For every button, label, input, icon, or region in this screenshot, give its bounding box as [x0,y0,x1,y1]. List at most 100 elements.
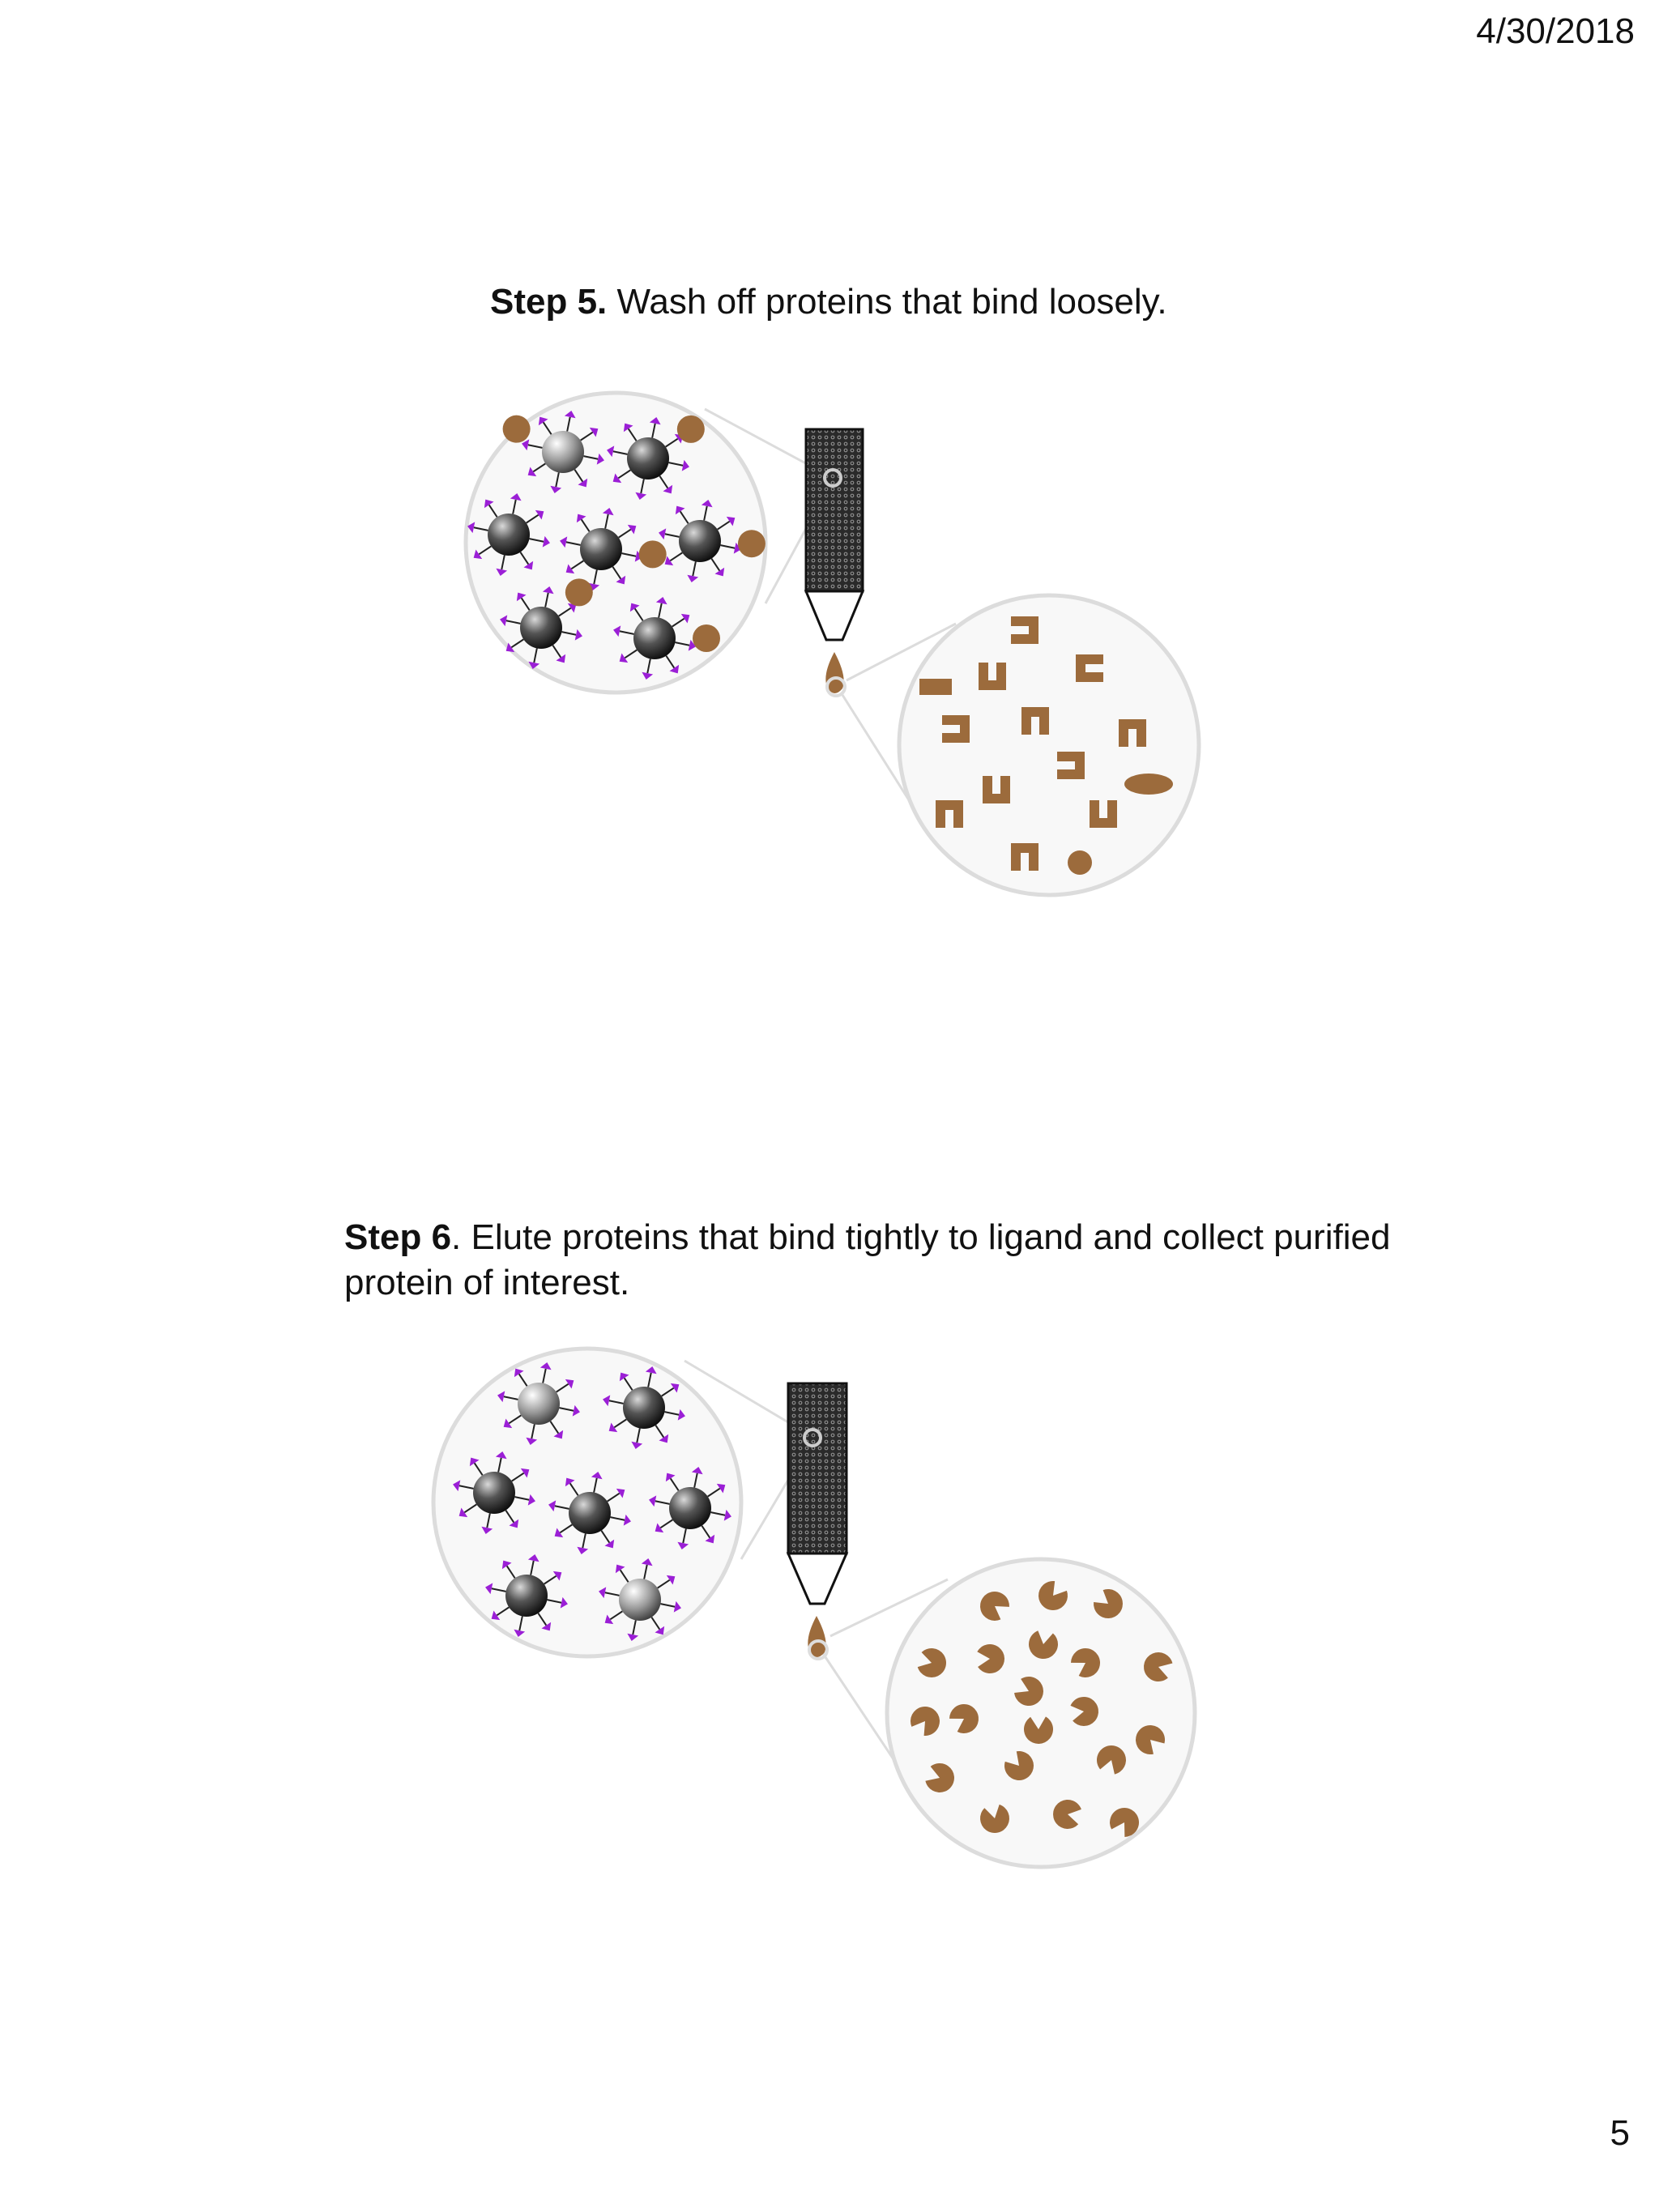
ligand-arrow [642,671,654,680]
ligand-bead [502,411,604,493]
ligand-arrow [655,597,667,605]
ligand-bead [548,1472,631,1554]
ligand-arrow [567,603,577,613]
ligand-arrow [596,453,604,465]
ligand-arrow [541,1622,552,1631]
bound-protein [737,530,766,558]
unbound-protein [942,715,970,743]
protein-of-interest [1071,1647,1100,1677]
ligand-arrow [538,416,548,426]
protein-of-interest [977,1643,1004,1673]
ligand-arrow [527,1554,539,1562]
step6-label: Step 6 [344,1217,452,1257]
ligand-arrow [664,556,674,566]
ligand-arrow [659,528,667,540]
ligand-arrow [675,505,685,515]
ligand-arrow [565,1379,574,1389]
zoom-spot [808,1639,829,1660]
unbound-protein [1124,774,1173,795]
ligand-arrow [612,473,622,484]
ligand-arrow [553,1430,564,1439]
ligand-arrow [688,639,696,651]
ligand-arrow [607,445,615,458]
purified-proteins [911,1581,1173,1837]
ligand-arrow [589,427,599,437]
ligand-arrow [467,522,476,534]
ligand-arrow [514,1629,526,1637]
ligand-arrow [576,514,586,523]
ligand-arrow [603,1395,611,1407]
unbound-protein [936,800,963,828]
ligand-arrow [602,508,614,516]
magnifier-line [830,1578,949,1638]
agarose-bead [669,1487,711,1529]
ligand-arrow [565,564,575,574]
ligand-arrow [453,1480,461,1492]
step6-illustration [431,1346,1197,1869]
ligand-arrow [527,467,537,477]
ligand-arrow [565,1477,575,1487]
ligand-arrow [666,1575,676,1585]
unbound-protein [983,776,1010,803]
page-number: 5 [1610,2113,1630,2153]
ligand-arrow [641,1558,653,1566]
ligand-bead [497,1362,580,1445]
bound-protein [638,540,667,569]
protein-of-interest [1136,1725,1165,1754]
unbound-protein [1090,800,1117,828]
agarose-bead [623,1387,665,1429]
ligand-arrow [550,485,562,493]
ligand-arrow [670,1383,680,1393]
zoom-spot [803,1428,822,1447]
ligand-arrow [716,1483,726,1494]
ligand-arrow [623,1514,631,1526]
agarose-bead [505,1575,548,1617]
bead-cluster [453,1362,731,1641]
ligand-bead [613,597,720,680]
ligand-arrow [677,1541,689,1549]
ligand-arrow [491,1610,501,1621]
agarose-bead [619,1579,661,1621]
ligand-arrow [497,1391,505,1403]
bound-protein [676,415,705,443]
ligand-arrow [496,568,508,576]
ligand-arrow [616,1488,625,1498]
ligand-arrow [542,586,554,595]
protein-of-interest [980,1592,1009,1621]
ligand-arrow [556,654,566,663]
ligand-bead [599,1558,681,1641]
ligand-arrow [505,642,515,653]
protein-of-interest [1070,1697,1098,1726]
date: 4/30/2018 [1476,11,1635,51]
ligand-arrow [604,1539,615,1549]
ligand-bead [560,508,667,590]
protein-of-interest [1014,1676,1044,1706]
ligand-bead [659,500,766,582]
ligand-arrow [616,575,626,585]
ligand-arrow [634,550,642,562]
column-resin [804,428,864,593]
agarose-bead [473,1472,515,1514]
ligand-arrow [665,1473,676,1482]
ligand-arrow [629,603,640,612]
ligand-arrow [548,1500,557,1512]
ligand-arrow [554,1528,564,1538]
protein-of-interest [1052,1800,1081,1829]
ligand-arrow [623,423,633,433]
ligand-arrow [539,1362,552,1370]
ligand-bead [467,493,550,576]
ligand-arrow [542,535,550,548]
ligand-arrow [572,1404,580,1417]
unbound-protein [1068,850,1092,875]
protein-of-interest [1110,1808,1139,1837]
ligand-arrow [473,549,483,560]
protein-of-interest [917,1648,947,1677]
unbound-protein [919,679,952,695]
step6-text: . Elute proteins that bind tightly to li… [344,1217,1391,1302]
ligand-arrow [615,1564,625,1574]
ligand-arrow [681,459,689,471]
protein-of-interest [1023,1716,1053,1744]
ligand-bead [500,578,593,669]
unbound-protein [1011,843,1038,871]
ligand-arrow [619,653,629,663]
